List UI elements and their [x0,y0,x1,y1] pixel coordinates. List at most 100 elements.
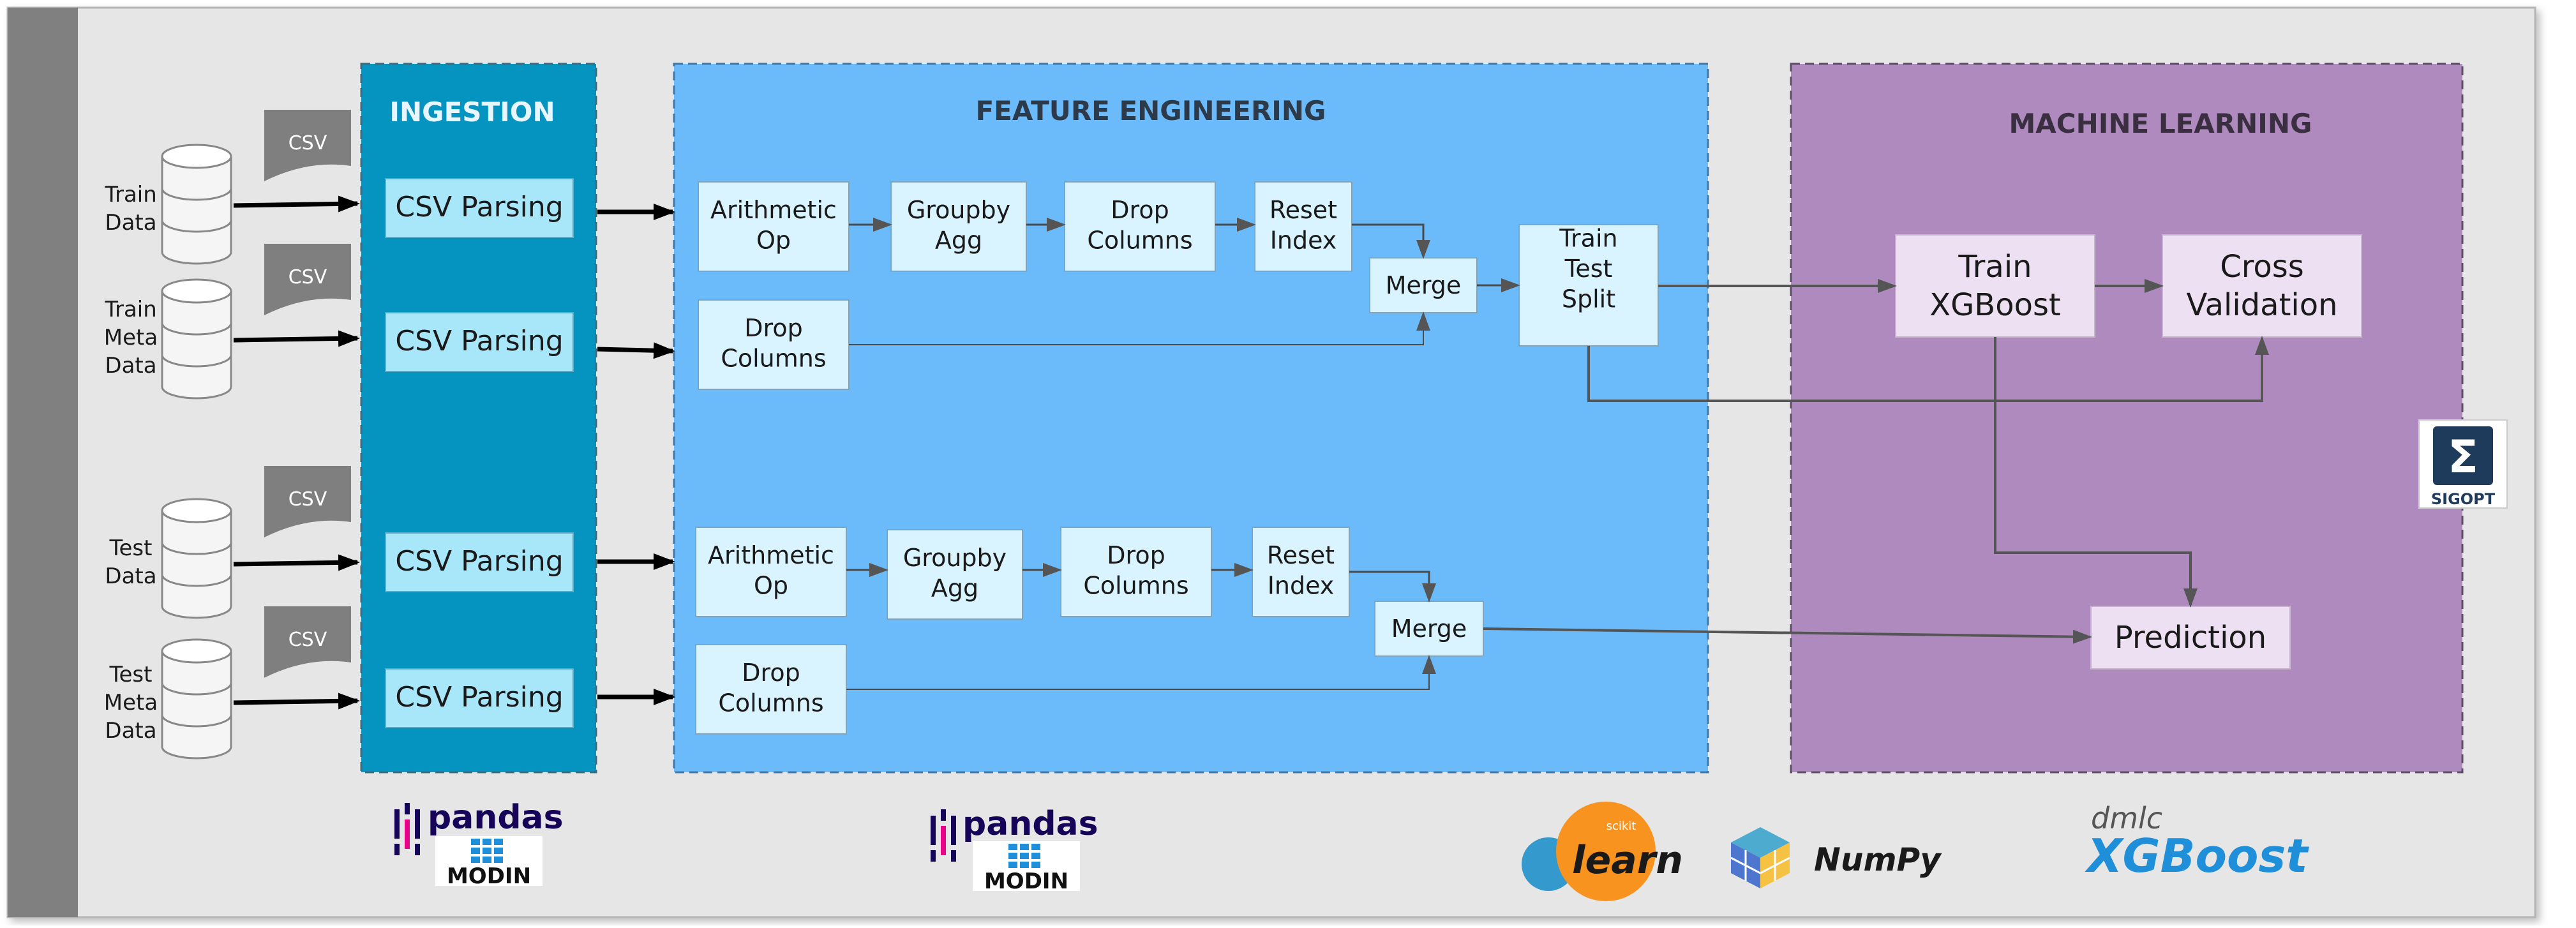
csv-parsing-step-2: CSV Parsing [385,312,574,372]
sklearn-small-text: scikit [1606,819,1636,833]
fe-train-merge: Merge [1369,257,1478,313]
arrow-test-merge-to-predict [1483,627,2092,644]
csv-file-icon: CSV [264,606,351,678]
data-source-label-line: Data [105,353,156,378]
csv-file-icon: CSV [264,110,351,181]
xgboost-wordmark: XGBoost [2085,829,2309,883]
ml-cv-label: Cross [2220,249,2304,285]
fe-test-arithmetic-label-line: Op [754,572,788,600]
arrow-test-meta-drop-to-merge [846,655,1436,690]
fe-train-arithmetic-label-line: Op [756,227,791,255]
pandas-wordmark: pandas [428,798,564,837]
database-icon [161,144,232,265]
arrow-split-to-cv [1587,336,2269,402]
numpy-wordmark: NumPy [1814,841,1942,878]
data-source-label-line: Data [105,564,156,589]
ml-predict-label: Prediction [2115,620,2266,655]
pandas-modin-logo-ingestion: pandas MODIN [394,798,564,889]
fe-split-label-line: Test [1564,255,1613,283]
fe-test-meta-drop-label: Drop [742,659,800,687]
csv-badge-label: CSV [288,132,327,154]
step-label: CSV Parsing [395,325,563,357]
numpy-logo: NumPy [1730,827,1942,888]
data-source-label-line: Train [104,182,157,207]
fe-train-reset-label-line: Index [1270,227,1337,255]
sigopt-text: SIGOPT [2431,490,2496,508]
sigopt-symbol: Σ [2448,431,2478,483]
csv-file-icon: CSV [264,466,351,537]
data-source-label-line: Meta [104,325,158,350]
pandas-wordmark: pandas [962,805,1098,843]
fe-test-drop-label: Drop [1107,541,1165,569]
modin-grid-icon [471,839,503,863]
ml-train-label: Train [1958,249,2032,285]
step-label: CSV Parsing [395,191,563,223]
data-source-test-meta: Test Meta Data CSV [104,606,351,760]
modin-grid-icon [1008,844,1040,868]
dmlc-wordmark: dmlc [2091,801,2162,835]
data-source-label-line: Meta [104,690,158,715]
data-source-test: Test Data CSV [105,466,351,619]
arrow-parse2-to-fe [597,342,675,359]
arrow-train-reset-to-merge [1352,223,1430,259]
data-source-train: Train Data CSV [104,110,351,265]
data-source-label-line: Data [105,210,156,236]
ingestion-title: INGESTION [389,96,555,128]
fe-test-arithmetic-label: Arithmetic [708,541,834,569]
database-icon [161,638,232,760]
fe-test-drop-label-line: Columns [1083,572,1188,600]
arrow-test-reset-to-merge [1349,571,1436,602]
fe-test-groupby-label: Groupby [903,544,1007,572]
fe-train-groupby-label-line: Agg [935,227,982,255]
csv-badge-label: CSV [288,266,327,288]
fe-train-groupby-label: Groupby [907,196,1010,224]
fe-test-groupby-label-line: Agg [931,574,978,602]
arrow-train-to-parse [233,195,360,213]
modin-wordmark: MODIN [984,869,1068,894]
fe-train-meta-drop-label-line: Columns [721,345,826,373]
xgboost-logo: dmlc XGBoost [2085,801,2309,883]
sigopt-logo: Σ SIGOPT [2418,419,2508,509]
fe-split-label-line: Split [1562,285,1615,313]
fe-train-merge-label: Merge [1386,271,1462,299]
fe-train-reset-label: Reset [1269,196,1337,224]
fe-train-drop-label: Drop [1111,196,1169,224]
csv-parsing-step-1: CSV Parsing [385,178,574,238]
data-source-train-meta: Train Meta Data CSV [104,244,351,400]
data-source-label-line: Data [105,718,156,744]
pandas-modin-logo-fe: pandas MODIN [931,805,1098,894]
fe-train-meta-drop-label: Drop [744,314,802,342]
step-label: CSV Parsing [395,545,563,578]
arrow-test-meta-to-parse [233,692,360,710]
arrow-train-meta-to-parse [233,330,360,347]
data-source-label-line: Train [104,297,157,322]
pandas-mark-icon [394,803,420,855]
csv-badge-label: CSV [288,488,327,511]
database-icon [161,498,232,619]
fe-test-reset-label: Reset [1267,541,1335,569]
left-bar [8,8,78,917]
database-icon [161,278,232,400]
machine-learning-title: MACHINE LEARNING [2009,108,2312,139]
ingestion-section [360,63,597,774]
arrow-train-to-predict [1994,337,2198,608]
fe-test-merge: Merge [1374,601,1484,657]
